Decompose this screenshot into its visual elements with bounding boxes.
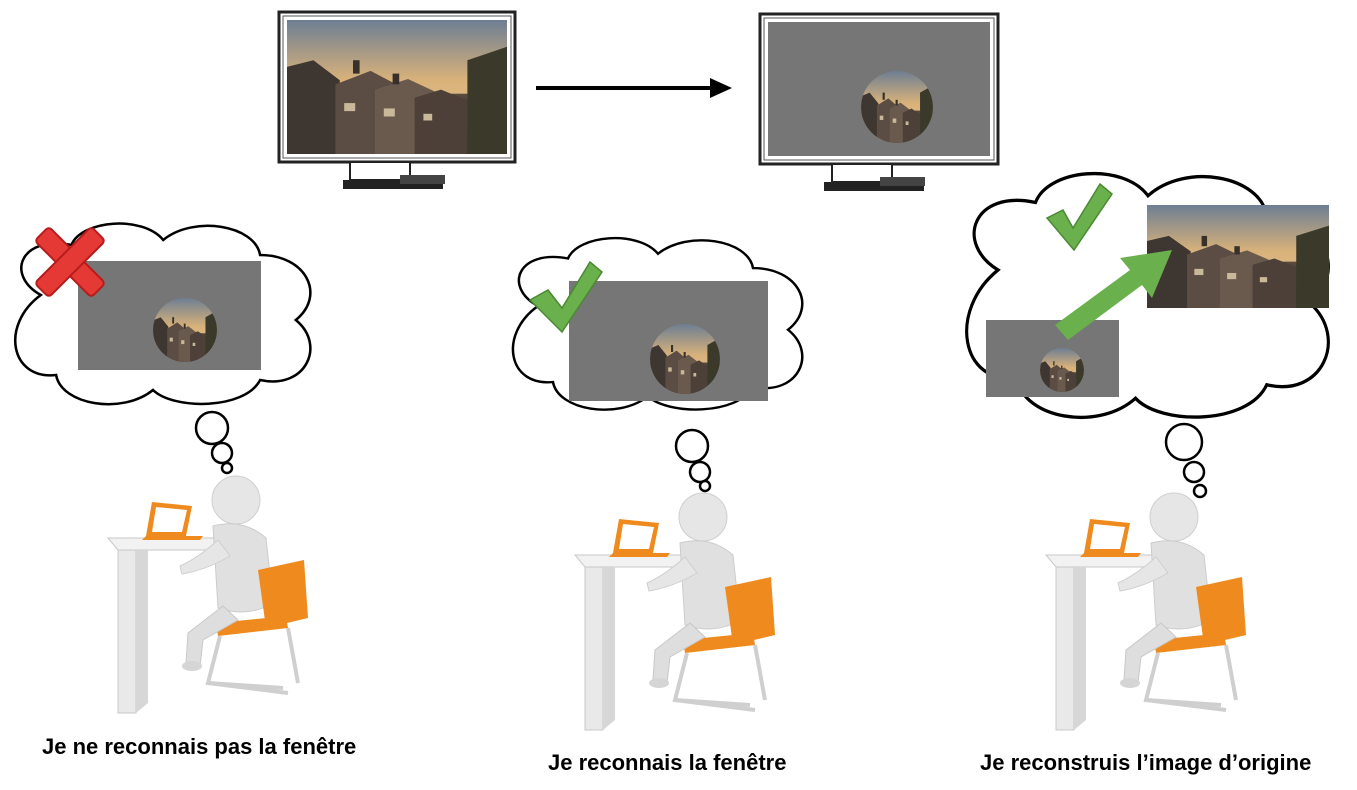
person-at-desk-middle (573, 491, 777, 732)
arrow-up-right-icon (1055, 250, 1172, 340)
caption-unrecognized: Je ne reconnais pas la fenêtre (42, 734, 357, 759)
original-photo (287, 20, 507, 154)
caption-recognized: Je reconnais la fenêtre (548, 750, 787, 775)
window-patch (1040, 348, 1084, 392)
thought-recognized (511, 236, 804, 493)
cross-icon (35, 227, 105, 297)
window-patch (861, 71, 933, 143)
window-patch (650, 324, 720, 394)
monitor-original (277, 10, 517, 189)
person-at-desk-left (106, 474, 310, 715)
thought-reconstruction (964, 171, 1331, 499)
arrow-right-icon (536, 78, 732, 98)
person-at-desk-right (1044, 491, 1248, 732)
check-icon (1045, 182, 1114, 252)
check-icon (528, 260, 603, 334)
thought-unrecognized (13, 222, 312, 475)
reconstructed-photo (1147, 205, 1329, 308)
caption-reconstructed: Je reconstruis l’image d’origine (980, 750, 1312, 775)
monitor-masked (758, 12, 1000, 191)
window-patch (153, 298, 217, 362)
